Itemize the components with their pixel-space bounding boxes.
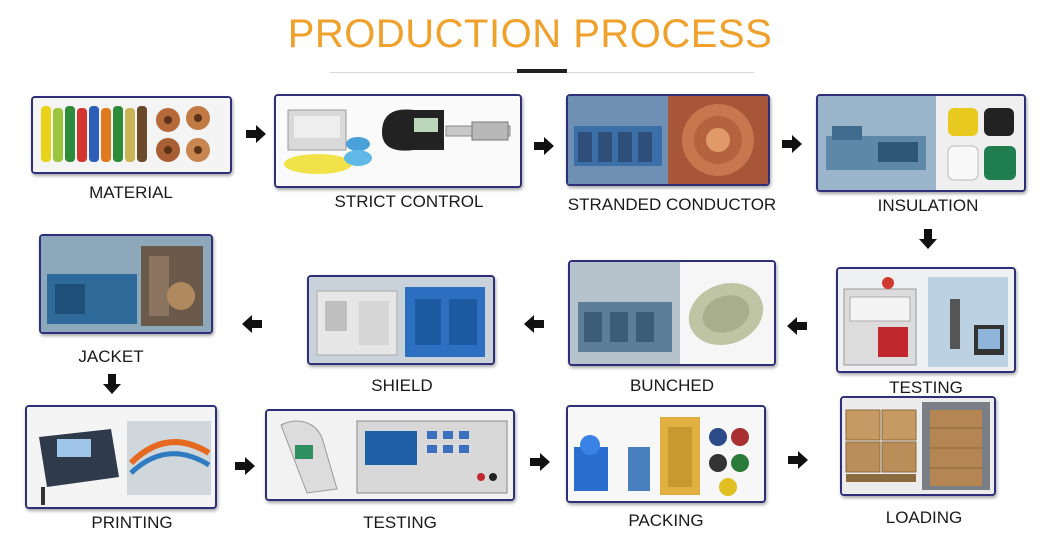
packing-image [566,405,766,503]
step-label-printing: PRINTING [91,513,173,532]
bunched-image [568,260,776,366]
step-label-bunched: BUNCHED [629,376,715,395]
arrow-down-icon [918,227,938,256]
arrow-right-icon [780,134,804,159]
testing-image-2 [265,409,515,501]
arrow-right-icon [233,456,257,481]
step-label-insulation: INSULATION [877,196,979,215]
step-label-testing-2: TESTING [363,513,437,532]
arrow-left-icon [522,314,546,339]
testing-image-1 [836,267,1016,373]
material-image [31,96,232,174]
arrow-down-icon [102,372,122,401]
step-label-testing-1: TESTING [889,378,963,397]
step-label-strict-control: STRICT CONTROL [334,192,484,211]
jacket-image [39,234,213,334]
insulation-image [816,94,1026,192]
arrow-right-icon [532,136,556,161]
arrow-left-icon [785,316,809,341]
page-title: PRODUCTION PROCESS [287,12,773,56]
step-label-stranded-conductor: STRANDED CONDUCTOR [567,195,777,214]
step-label-shield: SHIELD [371,376,433,395]
strict-control-image [274,94,522,188]
step-label-material: MATERIAL [89,183,173,202]
printing-image [25,405,217,509]
step-label-loading: LOADING [885,508,963,527]
arrow-right-icon [528,452,552,477]
step-label-packing: PACKING [628,511,704,530]
step-label-jacket: JACKET [78,347,144,366]
stranded-conductor-image [566,94,770,186]
arrow-right-icon [786,450,810,475]
shield-image [307,275,495,365]
title-divider-accent [517,69,567,73]
arrow-left-icon [240,314,264,339]
arrow-right-icon [244,124,268,149]
loading-image [840,396,996,496]
